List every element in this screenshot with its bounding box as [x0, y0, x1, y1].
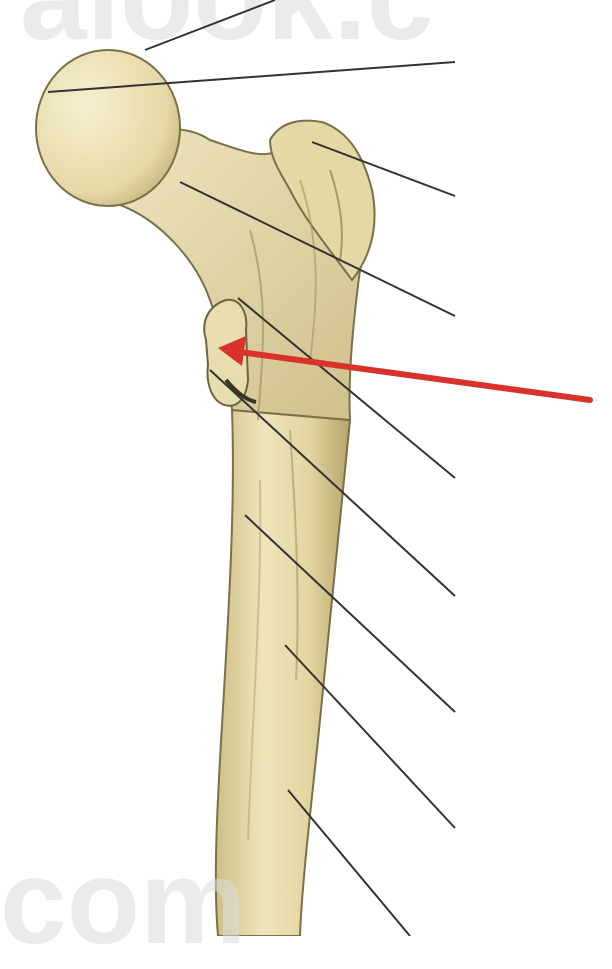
leader-line-9 [287, 789, 411, 936]
leader-line-2 [47, 61, 456, 93]
pointer-arrow-head [218, 336, 246, 366]
leader-line-6 [209, 369, 456, 597]
greater-trochanter [268, 119, 376, 282]
leader-line-7 [244, 514, 456, 713]
leader-line-4 [179, 181, 456, 317]
leader-line-1 [144, 0, 276, 51]
leader-line-5 [237, 297, 456, 479]
pointer-arrow-shaft [237, 349, 593, 403]
watermark-top: alook.c [20, 0, 434, 58]
femoral-head [35, 49, 181, 207]
leader-line-3 [311, 141, 456, 197]
femur-illustration [35, 0, 593, 936]
watermark-bottom: com [0, 835, 247, 969]
label-column [455, 0, 612, 936]
leader-line-8 [284, 644, 456, 829]
